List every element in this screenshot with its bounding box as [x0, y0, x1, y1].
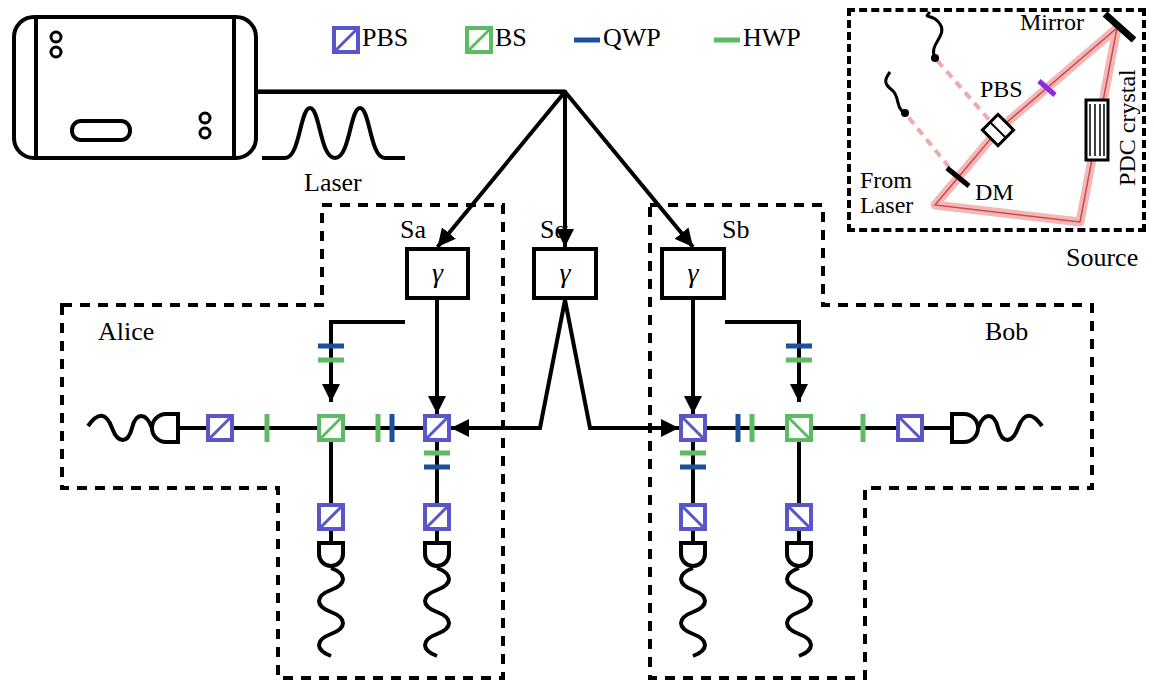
photon-source-box: Sαγ	[532, 247, 598, 300]
optic-stroke	[1105, 14, 1134, 40]
optic-stroke	[947, 168, 969, 186]
node-label: Laser	[304, 169, 362, 198]
legend-text: BS	[495, 24, 527, 53]
region-border	[62, 205, 503, 678]
optic-stroke	[376, 414, 381, 442]
optic-stroke	[886, 72, 905, 113]
optic-stroke	[34, 17, 38, 158]
optic-stroke	[88, 300, 565, 656]
optic-stroke	[200, 128, 210, 138]
optic-stroke	[1089, 104, 1091, 156]
optic-stroke	[318, 344, 344, 349]
legend-text: HWP	[743, 24, 801, 53]
part-label: PBS	[980, 77, 1023, 102]
optic-stroke	[425, 416, 449, 440]
node-label: Sα	[540, 216, 568, 245]
pbs-swatch	[334, 28, 358, 52]
optic-stroke	[1099, 104, 1101, 156]
hwp-swatch	[714, 38, 740, 43]
alice-optics	[88, 300, 565, 656]
optic-stroke	[88, 416, 152, 440]
node-label: Alice	[98, 318, 154, 347]
qwp-swatch	[574, 38, 600, 43]
optic-stroke	[982, 114, 1013, 145]
laser-box: Laser	[12, 15, 258, 160]
pump-connector	[258, 92, 565, 247]
alice-region: AliceSaγ	[62, 205, 503, 678]
optic-stroke	[1090, 104, 1104, 156]
optic-stroke	[208, 416, 232, 440]
optic-stroke	[886, 12, 942, 113]
optic-stroke	[935, 28, 1117, 222]
optic-stroke	[935, 28, 1117, 222]
optic-stroke	[931, 54, 939, 62]
optic-stroke	[435, 300, 439, 414]
optic-stroke	[390, 414, 395, 442]
optic-stroke	[935, 28, 1117, 222]
part-label: Mirror	[1020, 10, 1084, 35]
bob-optics	[565, 300, 1042, 656]
optic-stroke	[982, 114, 1013, 145]
optic-stroke	[200, 113, 210, 123]
bs-swatch	[467, 28, 491, 52]
optic-stroke	[152, 414, 178, 442]
optic-stroke	[319, 505, 343, 529]
optic-stroke	[1103, 104, 1105, 156]
optic-stroke	[72, 121, 130, 140]
photon-source-box: Saγ	[405, 247, 470, 300]
optic-stroke	[265, 414, 270, 442]
region-border	[650, 205, 1092, 678]
pump-connector	[258, 92, 693, 247]
gamma-symbol: γ	[409, 251, 466, 296]
optic-stroke	[990, 122, 1006, 138]
optic-stroke	[51, 32, 61, 42]
optic-stroke	[901, 109, 909, 117]
node-label: Sa	[400, 216, 426, 245]
optic-stroke	[935, 28, 1117, 222]
optic-stroke	[927, 12, 942, 58]
optic-stroke	[424, 451, 450, 456]
gamma-symbol: γ	[536, 251, 594, 296]
optic-stroke	[451, 300, 565, 428]
node-label: Sb	[722, 216, 749, 245]
optic-stroke	[1086, 100, 1108, 160]
optic-stroke	[425, 568, 449, 656]
optic-stroke	[51, 47, 61, 57]
optic-stroke	[425, 543, 449, 566]
legend-text: PBS	[362, 24, 408, 53]
optic-stroke	[319, 543, 343, 566]
part-label: PDC crystal	[1114, 70, 1139, 187]
optic-stroke	[424, 465, 450, 470]
bob-region: Bob Sbγ	[650, 205, 1092, 678]
node-label: Bob	[985, 318, 1028, 347]
pump-connector	[258, 92, 565, 247]
optic-stroke	[905, 58, 998, 178]
photon-source-box: Sbγ	[660, 247, 726, 300]
optic-stroke	[319, 568, 343, 656]
laser-details	[36, 17, 405, 158]
legend-text: QWP	[603, 24, 661, 53]
source-optics	[886, 12, 1134, 222]
optic-stroke	[1094, 104, 1096, 156]
optic-stroke	[232, 17, 236, 158]
optic-stroke	[425, 505, 449, 529]
optic-stroke	[262, 108, 405, 158]
optic-stroke	[318, 358, 344, 363]
optic-stroke	[319, 416, 343, 440]
part-label: DM	[975, 180, 1014, 205]
gamma-symbol: γ	[664, 251, 722, 296]
part-label: From Laser	[860, 168, 940, 218]
node-label: Source	[1066, 244, 1138, 273]
optic-stroke	[1039, 81, 1055, 95]
